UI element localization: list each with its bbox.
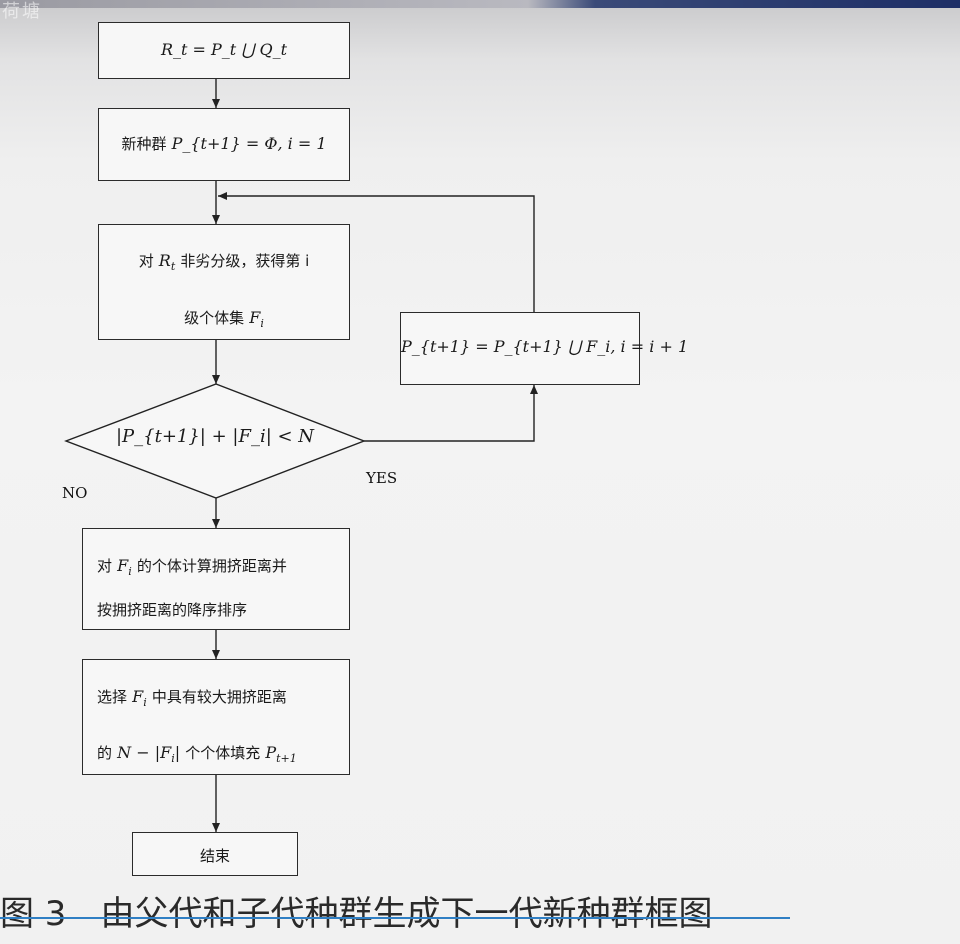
node-select-line2-prefix: 的 (97, 744, 113, 762)
node-union-formula: R_t = P_t ⋃ Q_t (160, 40, 288, 59)
label-yes: YES (366, 469, 398, 487)
figure-caption: 图 3 由父代和子代种群生成下一代新种群框图 (0, 886, 900, 936)
node-new-population-formula: P_{t+1} = Φ, i = 1 (171, 134, 327, 153)
node-select-line1-prefix: 选择 (97, 688, 128, 706)
node-union: R_t = P_t ⋃ Q_t (98, 22, 350, 79)
node-new-population-label: 新种群 (121, 135, 167, 153)
node-sort-line2-prefix: 级个体集 (184, 309, 245, 327)
node-crowding-line2: 按拥挤距离的降序排序 (97, 601, 248, 619)
decision-condition: |P_{t+1}| + |F_i| < N (115, 426, 315, 447)
figure-title: 由父代和子代种群生成下一代新种群框图 (100, 894, 713, 934)
node-sort-line1-prefix: 对 (138, 252, 154, 270)
node-select-line2-suffix: 个个体填充 (185, 744, 261, 762)
node-merge-front: P_{t+1} = P_{t+1} ⋃ F_i, i = i + 1 (400, 312, 688, 385)
decision-diamond (64, 383, 366, 499)
video-watermark: 荷塘 (2, 1, 42, 22)
node-end: 结束 (132, 832, 298, 876)
node-nondominated-sort: 对 Rt 非劣分级，获得第 i 级个体集 Fi (98, 224, 350, 340)
label-no: NO (62, 484, 88, 502)
node-sort-line1-suffix: 非劣分级，获得第 i (180, 252, 310, 270)
figure-number: 图 3 (0, 894, 67, 934)
node-crowding-line1-prefix: 对 (97, 557, 113, 575)
node-end-label: 结束 (199, 847, 230, 865)
node-select-fill: 选择 Fi 中具有较大拥挤距离 的 N − |Fi| 个个体填充 Pt+1 (82, 659, 350, 775)
node-new-population: 新种群 P_{t+1} = Φ, i = 1 (98, 108, 350, 181)
arrow-loop-back (218, 192, 535, 312)
caption-underline (0, 917, 790, 919)
node-crowding-line1-suffix: 的个体计算拥挤距离并 (136, 557, 287, 575)
node-select-line1-suffix: 中具有较大拥挤距离 (151, 688, 287, 706)
top-banner (0, 0, 960, 8)
arrow-yes-branch (364, 385, 538, 442)
node-merge-front-formula: P_{t+1} = P_{t+1} ⋃ F_i, i = i + 1 (401, 337, 689, 356)
node-crowding-distance: 对 Fi 的个体计算拥挤距离并 按拥挤距离的降序排序 (82, 528, 350, 630)
